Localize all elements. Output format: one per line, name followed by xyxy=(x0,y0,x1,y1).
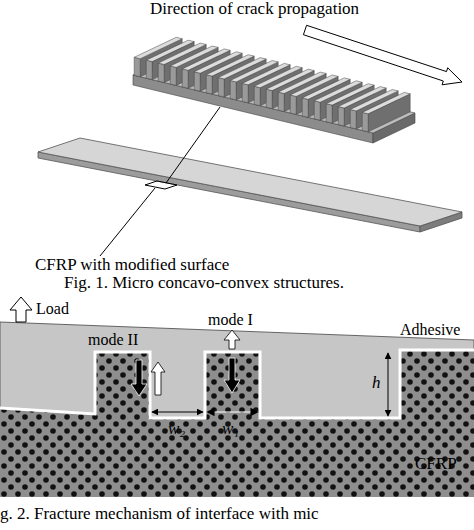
fin-front xyxy=(278,92,284,111)
interface-line xyxy=(0,350,474,418)
fin-front xyxy=(230,81,236,100)
direction-label: Direction of crack propagation xyxy=(150,0,359,19)
fin-front xyxy=(350,110,356,129)
material-label: CFRP xyxy=(415,455,457,474)
direction-arrow xyxy=(303,25,462,85)
fin-top xyxy=(362,92,410,113)
fin-front xyxy=(158,63,164,82)
fin-front xyxy=(218,78,224,97)
dimension-label: h xyxy=(372,374,381,393)
fin-front xyxy=(302,98,308,117)
mode-arrow-down xyxy=(224,358,240,393)
dimension-label: w₂ xyxy=(168,420,185,439)
mode-label: mode II xyxy=(88,331,138,349)
cfrp-section xyxy=(0,350,474,497)
figure-caption: Fig. 1. Micro concavo-convex structures. xyxy=(64,274,344,293)
figure-caption: g. 2. Fracture mechanism of interface wi… xyxy=(0,505,319,524)
cfrp-plate xyxy=(38,138,462,232)
fin-front xyxy=(194,72,200,91)
fin-front xyxy=(146,60,152,79)
fin-front xyxy=(338,107,344,126)
fin-front xyxy=(170,66,176,85)
fin-front xyxy=(362,112,368,131)
dimension-h xyxy=(388,353,389,416)
fin-front xyxy=(254,86,260,105)
fin-front xyxy=(182,69,188,88)
mode-label: mode I xyxy=(208,311,253,329)
concavo-convex-structure xyxy=(133,37,415,143)
dimension-w2 xyxy=(152,412,203,413)
mode-arrow-down xyxy=(131,360,147,396)
modified-area xyxy=(145,181,177,189)
dimension-label: w₁ xyxy=(222,420,239,439)
dimension-w1 xyxy=(207,411,258,412)
fin-front xyxy=(134,57,140,76)
load-label: Load xyxy=(36,300,69,318)
fin-front xyxy=(290,95,296,114)
part-label: CFRP with modified surface xyxy=(35,256,229,275)
material-label: Adhesive xyxy=(400,321,460,339)
leader-line xyxy=(100,188,155,256)
fin-front xyxy=(326,104,332,123)
mode-arrow-up xyxy=(151,362,165,395)
leader-line xyxy=(166,107,220,183)
mode-arrow-up xyxy=(224,330,240,349)
fin-front xyxy=(206,75,212,94)
load-arrow xyxy=(10,297,32,322)
fin-front xyxy=(266,89,272,108)
fin-front xyxy=(314,101,320,120)
fin-front xyxy=(242,83,248,102)
